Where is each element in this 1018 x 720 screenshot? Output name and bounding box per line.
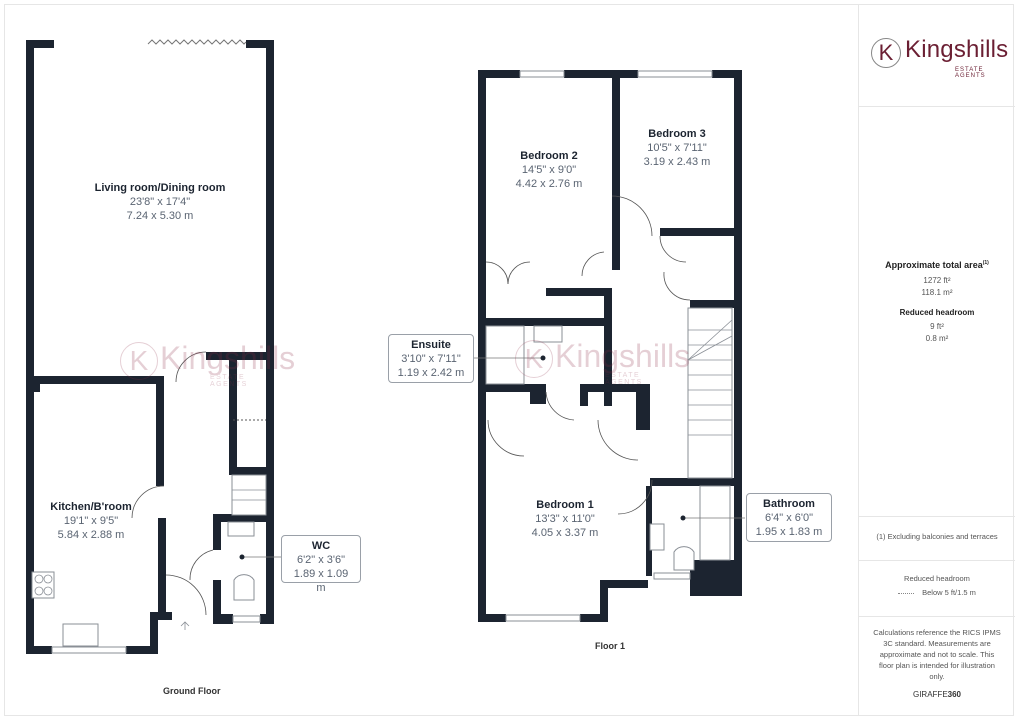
room-name: Bedroom 2 [520, 150, 578, 162]
area-block: Approximate total area(1) 1272 ft² 118.1… [859, 257, 1015, 345]
logo-initial-circle: K [871, 38, 901, 68]
room-callout-bathroom: Bathroom 6'4" x 6'0" 1.95 x 1.83 m [746, 493, 832, 542]
room-label-bedroom-3: Bedroom 3 10'5" x 7'11" 3.19 x 2.43 m [624, 127, 730, 169]
watermark-name: Kingshills [555, 338, 691, 374]
room-dimensions-imperial: 3'10" x 7'11" [401, 353, 461, 365]
floor-title-ground: Ground Floor [163, 686, 221, 696]
reduced-headroom-m: 0.8 m² [925, 334, 949, 343]
room-dimensions-metric: 4.05 x 3.37 m [531, 527, 599, 539]
area-ft: 1272 ft² [923, 276, 951, 285]
area-m: 118.1 m² [921, 288, 953, 297]
dotted-line-icon [898, 592, 915, 594]
footnote-section: (1) Excluding balconies and terraces [859, 516, 1015, 561]
brand-logo: K Kingshills ESTATE AGENTS [859, 4, 1015, 106]
logo-tagline: ESTATE AGENTS [955, 67, 986, 79]
area-title-text: Approximate total area [885, 260, 983, 270]
room-dimensions-imperial: 14'5" x 9'0" [521, 164, 577, 176]
watermark-tagline: ESTATE AGENTS [210, 374, 248, 388]
disclaimer-text: Calculations reference the RICS IPMS 3C … [873, 628, 1001, 681]
room-label-bedroom-2: Bedroom 2 14'5" x 9'0" 4.42 x 2.76 m [494, 149, 604, 191]
legend-title: Reduced headroom [904, 574, 970, 583]
room-dimensions-metric: 1.95 x 1.83 m [755, 526, 823, 538]
area-note-marker: (1) [982, 260, 989, 266]
credit-logo: GIRAFFE360 [859, 690, 1015, 699]
watermark-initial: K [120, 342, 158, 380]
room-dimensions-metric: 3.19 x 2.43 m [643, 156, 711, 168]
reduced-headroom-title: Reduced headroom [899, 308, 975, 317]
room-dimensions-metric: 4.42 x 2.76 m [515, 178, 583, 190]
reduced-headroom-ft: 9 ft² [930, 322, 944, 331]
room-callout-ensuite: Ensuite 3'10" x 7'11" 1.19 x 2.42 m [388, 334, 474, 383]
room-dimensions-imperial: 6'4" x 6'0" [764, 512, 814, 524]
room-dimensions-imperial: 23'8" x 17'4" [129, 196, 191, 208]
info-sidebar: K Kingshills ESTATE AGENTS Approximate t… [858, 4, 1015, 716]
room-name: Ensuite [411, 339, 451, 351]
room-callout-wc: WC 6'2" x 3'6" 1.89 x 1.09 m [281, 535, 361, 594]
room-dimensions-metric: 5.84 x 2.88 m [57, 529, 125, 541]
legend-section: Reduced headroom Below 5 ft/1.5 m [859, 560, 1015, 617]
room-dimensions-metric: 1.19 x 2.42 m [397, 367, 465, 379]
watermark-tagline: ESTATE AGENTS [605, 372, 643, 386]
room-dimensions-imperial: 13'3" x 11'0" [535, 513, 595, 525]
room-name: WC [311, 540, 331, 552]
room-dimensions-imperial: 10'5" x 7'11" [647, 142, 707, 154]
room-name: Kitchen/B'room [50, 501, 132, 513]
watermark-name: Kingshills [160, 340, 296, 376]
area-title: Approximate total area(1) [859, 257, 1015, 271]
room-name: Bedroom 1 [536, 499, 594, 511]
page-frame [4, 4, 1014, 716]
disclaimer-section: Calculations reference the RICS IPMS 3C … [859, 616, 1015, 717]
room-name: Bedroom 3 [648, 128, 706, 140]
room-dimensions-metric: 1.89 x 1.09 m [293, 568, 349, 594]
floor-title-floor-1: Floor 1 [595, 641, 626, 651]
room-dimensions-imperial: 6'2" x 3'6" [296, 554, 346, 566]
room-dimensions-metric: 7.24 x 5.30 m [126, 210, 194, 222]
room-name: Living room/Dining room [94, 182, 226, 194]
legend-item: Below 5 ft/1.5 m [859, 587, 1015, 599]
watermark-initial: K [515, 340, 553, 378]
credit-text-a: GIRAFFE [912, 690, 948, 699]
footnote-text: (1) Excluding balconies and terraces [876, 532, 998, 541]
credit-text-b: 360 [947, 690, 962, 699]
room-label-bedroom-1: Bedroom 1 13'3" x 11'0" 4.05 x 3.37 m [500, 498, 630, 540]
room-label-living-dining: Living room/Dining room 23'8" x 17'4" 7.… [60, 181, 260, 223]
floor-plan-drawing [26, 39, 745, 654]
logo-brand-name: Kingshills [905, 36, 1009, 63]
room-name: Bathroom [763, 498, 815, 510]
room-dimensions-imperial: 19'1" x 9'5" [63, 515, 119, 527]
legend-item-text: Below 5 ft/1.5 m [922, 588, 976, 597]
wall [26, 40, 34, 380]
area-summary: Approximate total area(1) 1272 ft² 118.1… [859, 106, 1015, 517]
room-label-kitchen: Kitchen/B'room 19'1" x 9'5" 5.84 x 2.88 … [36, 500, 146, 542]
